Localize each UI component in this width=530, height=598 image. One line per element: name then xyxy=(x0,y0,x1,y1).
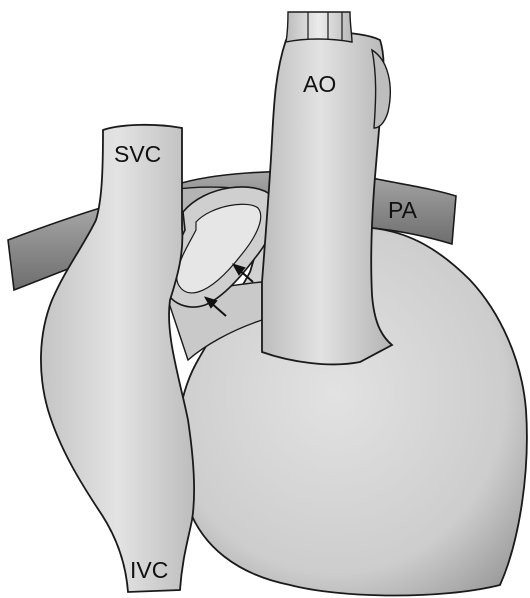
label-svc: SVC xyxy=(114,141,161,167)
label-aorta: AO xyxy=(303,71,336,97)
label-ivc: IVC xyxy=(130,557,168,583)
label-pulmonary-artery: PA xyxy=(388,197,418,223)
vena-cava-column xyxy=(41,125,194,592)
